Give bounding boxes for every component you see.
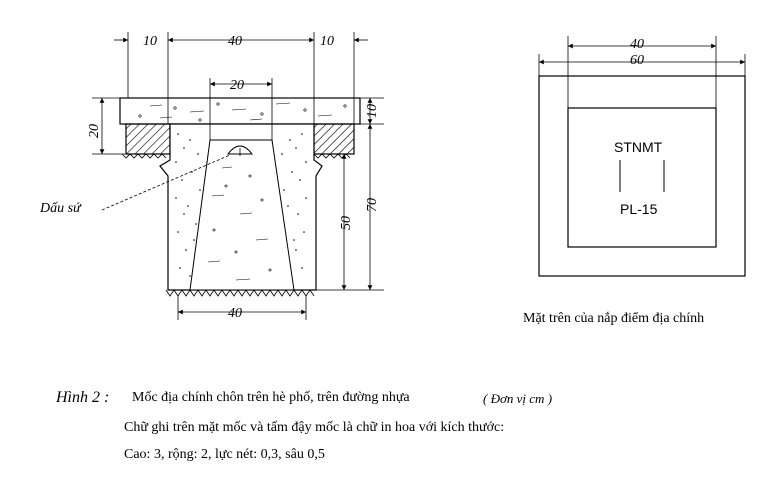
dim-bottom: 40 <box>228 306 242 321</box>
dimension-lines <box>92 32 384 320</box>
cap-slab <box>119 97 361 125</box>
marker-label: Dấu sứ <box>39 201 82 216</box>
plan-dim-inner: 40 <box>630 37 644 52</box>
dim-left-side: 20 <box>87 124 102 138</box>
plan-text-bottom: PL-15 <box>620 201 658 217</box>
sand-stipple <box>175 133 307 277</box>
caption-line-3: Cao: 3, rộng: 2, lực nét: 0,3, sâu 0,5 <box>124 447 325 462</box>
dim-top-mid: 40 <box>228 34 242 49</box>
plan-caption: Mặt trên của nắp điểm địa chính <box>523 311 705 326</box>
ground-right <box>313 153 351 159</box>
plan-text-top: STNMT <box>614 139 663 155</box>
figure-label: Hình 2 : <box>56 389 110 406</box>
section-view: 10 40 10 20 20 10 50 70 40 Dấu sứ <box>39 32 384 321</box>
figure-unit: ( Đơn vị cm ) <box>483 391 553 406</box>
ground-left <box>121 153 167 159</box>
dim-top-left: 10 <box>143 34 157 49</box>
pavement-left <box>125 123 171 155</box>
plan-dim-outer: 60 <box>630 53 644 68</box>
dim-right-total: 70 <box>365 198 380 212</box>
dim-right-inner: 50 <box>339 216 354 230</box>
plan-view: 40 60 STNMT PL-15 <box>538 36 746 277</box>
dim-right-top: 10 <box>365 104 380 118</box>
pavement-right <box>313 123 355 155</box>
figure-title: Mốc địa chính chôn trên hè phố, trên đườ… <box>132 390 410 405</box>
plan-inner-square <box>567 107 717 248</box>
dim-top-right: 10 <box>320 34 334 49</box>
inner-post-texture <box>207 166 272 281</box>
cap-slab-texture <box>138 102 347 122</box>
plan-outer-square <box>538 75 746 277</box>
ground-bottom <box>165 289 315 297</box>
caption-line-2: Chữ ghi trên mặt mốc và tấm đậy mốc là c… <box>124 420 505 435</box>
dim-upper: 20 <box>230 78 244 93</box>
